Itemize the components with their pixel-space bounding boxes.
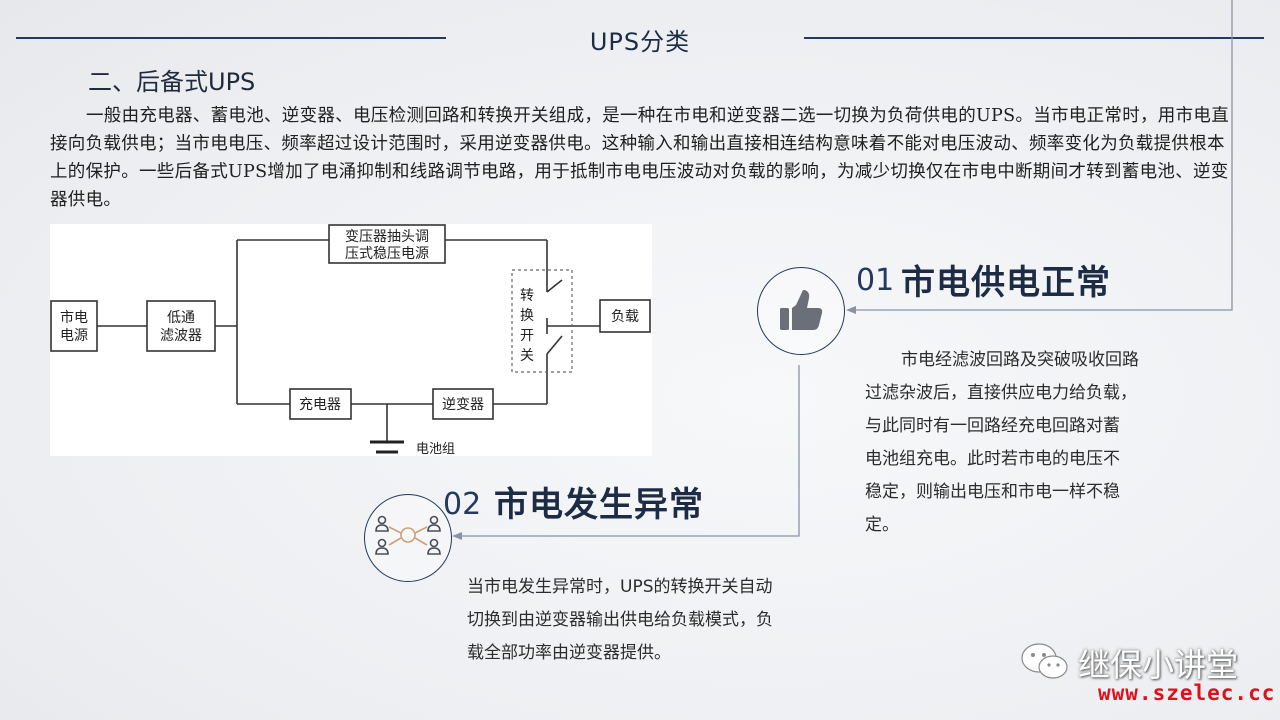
people-network-circle <box>364 494 452 582</box>
section2-text: 当市电发生异常时，UPS的转换开关自动 切换到由逆变器输出供电给负载模式，负 载… <box>467 571 827 670</box>
filter-label-1: 低通 <box>167 310 195 326</box>
section2-line-2: 切换到由逆变器输出供电给负载模式，负 <box>467 610 773 630</box>
switch-char-3: 开 <box>520 328 534 344</box>
charger-box <box>289 388 352 420</box>
circuit-svg: 市电 电源 低通 滤波器 变压器抽头调 压式稳压电源 转 换 开 关 负载 充电… <box>50 224 651 457</box>
watermark-url: www.szelec.cc <box>1098 681 1276 705</box>
transformer-label-2: 压式稳压电源 <box>345 246 429 262</box>
load-box <box>599 299 651 333</box>
charger-label: 充电器 <box>299 397 341 413</box>
section-subtitle: 二、后备式UPS <box>88 68 256 96</box>
section2-line-1: 当市电发生异常时，UPS的转换开关自动 <box>467 577 773 597</box>
watermark-name: 继保小讲堂 <box>1078 646 1239 684</box>
arrow-head-2 <box>452 532 462 540</box>
section1-text: 市电经滤波回路及突破吸收回路 过滤杂波后，直接供应电力给负载， 与此同时有一回路… <box>865 344 1195 542</box>
section1-number: 01 <box>856 263 895 298</box>
section1-line-5: 稳定，则输出电压和市电一样不稳 <box>865 482 1120 502</box>
section2-heading: 市电发生异常 <box>494 485 704 525</box>
section1-line-6: 定。 <box>865 515 899 535</box>
section1-line-2: 过滤杂波后，直接供应电力给负载， <box>865 383 1137 403</box>
section2-line-3: 载全部功率由逆变器提供。 <box>467 643 671 663</box>
transformer-label-1: 变压器抽头调 <box>345 229 429 245</box>
section2-number: 02 <box>443 487 482 522</box>
switch-char-2: 换 <box>520 307 534 324</box>
thumbs-up-icon <box>780 290 823 330</box>
mains-box <box>50 300 98 352</box>
section1-line-3: 与此同时有一回路经充电回路对蓄 <box>865 416 1120 436</box>
transformer-box <box>328 224 446 264</box>
page-title: UPS分类 <box>589 28 691 56</box>
inverter-box <box>432 388 494 420</box>
header-rule-right <box>804 37 1264 39</box>
filter-box <box>146 300 216 352</box>
intro-paragraph: 一般由充电器、蓄电池、逆变器、电压检测回路和转换开关组成，是一种在市电和逆变器二… <box>50 106 1230 210</box>
thumbs-up-circle <box>757 267 845 355</box>
battery-label: 电池组 <box>416 442 455 456</box>
people-network-icon <box>375 515 441 555</box>
inverter-label: 逆变器 <box>442 397 484 413</box>
header-rule-left <box>16 37 446 39</box>
section1-line-1: 市电经滤波回路及突破吸收回路 <box>901 350 1139 370</box>
filter-label-2: 滤波器 <box>160 328 202 344</box>
mains-label-1: 市电 <box>60 309 88 326</box>
switch-char-4: 关 <box>520 348 534 364</box>
switch-char-1: 转 <box>520 288 534 304</box>
ups-circuit-diagram: 市电 电源 低通 滤波器 变压器抽头调 压式稳压电源 转 换 开 关 负载 充电… <box>50 224 652 457</box>
connector-to-section1 <box>850 0 1233 311</box>
wechat-icon <box>1021 643 1068 679</box>
arrow-head-1 <box>846 306 856 314</box>
section1-heading: 市电供电正常 <box>901 263 1111 303</box>
connector-to-section2 <box>456 365 800 537</box>
switch-frame <box>511 269 573 373</box>
section1-line-4: 电池组充电。此时若市电的电压不 <box>865 449 1120 469</box>
load-label: 负载 <box>611 309 639 325</box>
mains-label-2: 电源 <box>60 328 88 344</box>
